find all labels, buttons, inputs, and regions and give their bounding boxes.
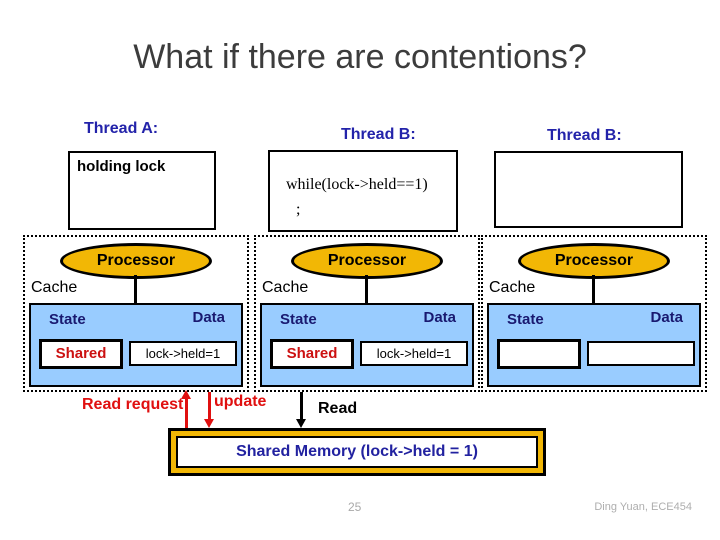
data-header: Data xyxy=(423,309,456,326)
read-request-arrow-line xyxy=(185,398,188,428)
author-credit: Ding Yuan, ECE454 xyxy=(594,501,692,513)
data-value-box xyxy=(587,341,695,366)
processor-ellipse: Processor xyxy=(60,243,212,279)
thread-b1-box: while(lock->held==1) ; xyxy=(268,150,458,232)
processor-ellipse: Processor xyxy=(518,243,670,279)
thread-b1-code-line2: ; xyxy=(296,201,301,218)
data-value-box: lock->held=1 xyxy=(129,341,237,366)
data-header: Data xyxy=(192,309,225,326)
state-header: State xyxy=(49,311,86,328)
page-number: 25 xyxy=(348,500,362,514)
state-value-box: Shared xyxy=(39,339,123,369)
state-value-box: Shared xyxy=(270,339,354,369)
processor-ellipse: Processor xyxy=(291,243,443,279)
thread-b2-label: Thread B: xyxy=(547,127,622,144)
data-value-box: lock->held=1 xyxy=(360,341,468,366)
update-arrow-line xyxy=(208,392,211,420)
shared-memory-box: Shared Memory (lock->held = 1) xyxy=(168,428,546,476)
cache-label: Cache xyxy=(489,279,536,296)
thread-a-label: Thread A: xyxy=(84,120,159,137)
cache-table: State Data xyxy=(487,303,701,387)
processor-cache-connector xyxy=(134,275,137,305)
read-arrow xyxy=(296,419,306,428)
update-label: update xyxy=(214,393,267,410)
slide-title: What if there are contentions? xyxy=(133,38,587,76)
read-arrow-line xyxy=(300,392,303,420)
read-request-arrow xyxy=(181,390,191,399)
shared-memory-label: Shared Memory (lock->held = 1) xyxy=(176,436,538,468)
update-arrow xyxy=(204,419,214,428)
state-header: State xyxy=(280,311,317,328)
processor-block-3: Processor Cache State Data xyxy=(481,235,707,392)
thread-b1-code-line1: while(lock->held==1) xyxy=(286,176,428,193)
cache-label: Cache xyxy=(31,279,78,296)
processor-block-2: Processor Cache State Data Shared lock->… xyxy=(254,235,480,392)
read-request-label: Read request xyxy=(82,396,184,413)
thread-b2-box xyxy=(494,151,683,228)
cache-label: Cache xyxy=(262,279,309,296)
state-header: State xyxy=(507,311,544,328)
processor-block-1: Processor Cache State Data Shared lock->… xyxy=(23,235,249,392)
read-label: Read xyxy=(318,400,358,417)
state-value-box xyxy=(497,339,581,369)
processor-cache-connector xyxy=(365,275,368,305)
cache-table: State Data Shared lock->held=1 xyxy=(29,303,243,387)
processor-cache-connector xyxy=(592,275,595,305)
thread-b1-label: Thread B: xyxy=(341,126,416,143)
data-header: Data xyxy=(650,309,683,326)
cache-table: State Data Shared lock->held=1 xyxy=(260,303,474,387)
thread-a-box: holding lock xyxy=(68,151,216,230)
thread-a-code: holding lock xyxy=(77,158,166,175)
